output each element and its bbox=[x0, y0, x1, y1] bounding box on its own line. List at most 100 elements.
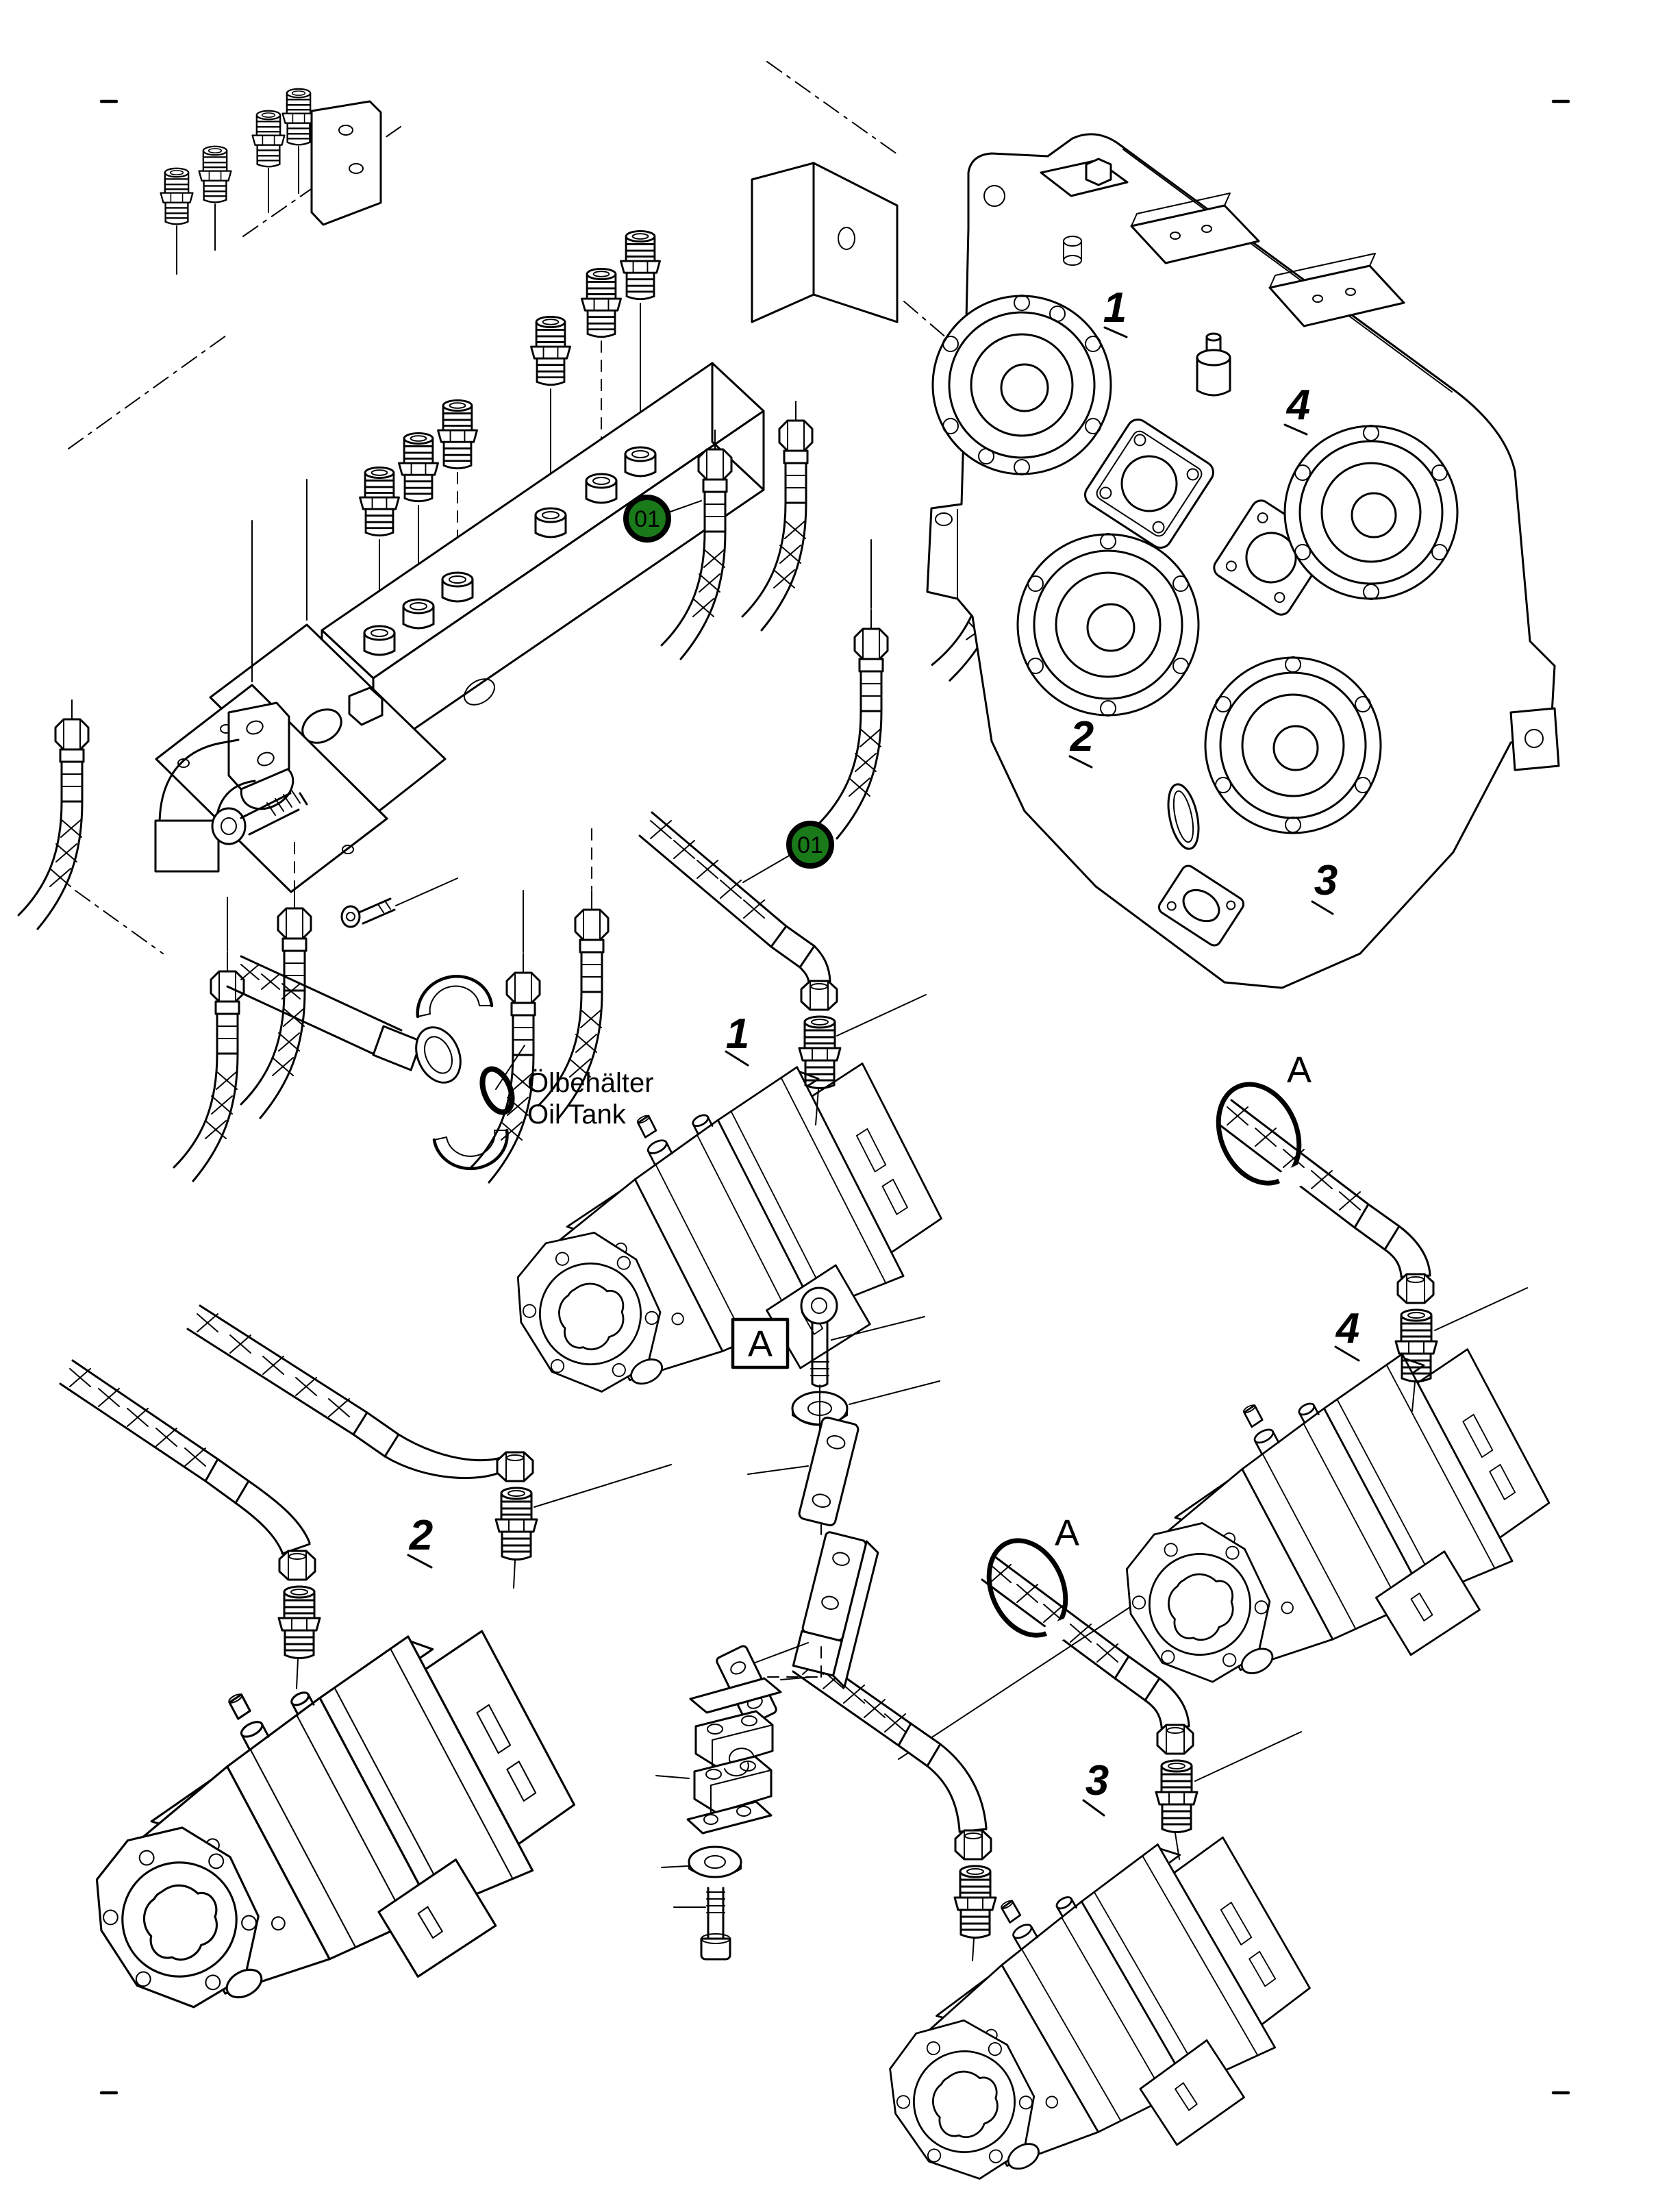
registration-marks bbox=[99, 99, 1570, 2095]
sleeve bbox=[1353, 1203, 1401, 1251]
washer bbox=[791, 1380, 940, 1426]
pump-label: 3 bbox=[1086, 1757, 1109, 1804]
mounting-bracket bbox=[310, 100, 382, 226]
label-underline bbox=[1103, 326, 1128, 338]
clamp-block bbox=[693, 1755, 773, 1814]
socket-bolt bbox=[211, 790, 308, 845]
oil-tank-label-en: Oil Tank bbox=[527, 1099, 627, 1130]
braid bbox=[1227, 1106, 1361, 1210]
flange-port-4 bbox=[1283, 425, 1459, 600]
detail-ref-label: A bbox=[1287, 1049, 1312, 1091]
clamp-base-plate bbox=[686, 1800, 773, 1835]
leader-line bbox=[831, 1316, 925, 1341]
sleeve bbox=[1114, 1655, 1161, 1702]
braid bbox=[990, 1564, 1118, 1663]
hose-pump-2 bbox=[186, 1304, 672, 1589]
coupling bbox=[415, 1026, 462, 1084]
angle-bracket bbox=[792, 1531, 879, 1688]
o-ring bbox=[479, 1045, 525, 1115]
label-underline bbox=[1283, 423, 1308, 436]
hose-pump-2b bbox=[59, 1359, 321, 1689]
gearbox-port-label: 1 bbox=[1103, 284, 1127, 332]
pump-assembly-2 bbox=[32, 1578, 612, 2099]
leader-line bbox=[668, 500, 702, 513]
clamp-plate bbox=[689, 1677, 782, 1714]
label-underline bbox=[1068, 755, 1093, 769]
callout-badge-01[interactable]: 01 bbox=[623, 495, 702, 543]
pump-label: 4 bbox=[1335, 1305, 1359, 1352]
manifold-block bbox=[321, 362, 765, 758]
detail-box bbox=[731, 1317, 790, 1369]
mount-pad bbox=[1130, 204, 1260, 264]
manifold-assembly: 01 bbox=[17, 61, 1025, 1184]
label-underline bbox=[725, 1050, 749, 1067]
detail-a-hardware: A bbox=[655, 1287, 940, 1961]
hose-pump-1 bbox=[638, 811, 927, 1126]
leader-line bbox=[849, 1380, 940, 1405]
elbow-pipe bbox=[154, 701, 290, 873]
foot bbox=[1509, 707, 1560, 771]
cap-screw bbox=[673, 1887, 731, 1961]
leader-line bbox=[1434, 1287, 1528, 1331]
leader-line bbox=[836, 994, 927, 1036]
leader-line bbox=[742, 854, 791, 883]
oil-tank-hose-detail: Ölbehälter Oil Tank bbox=[75, 701, 654, 1171]
clamp-block bbox=[694, 1710, 774, 1769]
fitting-adapter bbox=[160, 88, 316, 275]
pump-label: 2 bbox=[409, 1512, 433, 1559]
detail-box-label: A bbox=[748, 1324, 773, 1365]
sleeve bbox=[897, 1722, 942, 1767]
leader-line bbox=[495, 1045, 525, 1090]
leader-line bbox=[534, 1464, 672, 1508]
badge-label: 01 bbox=[634, 506, 660, 532]
badge-circle[interactable] bbox=[786, 821, 834, 869]
label-underline bbox=[1311, 900, 1334, 915]
hose-pump-3 bbox=[898, 1538, 1302, 1860]
flange-port-2 bbox=[1016, 533, 1200, 717]
small-flange bbox=[1157, 865, 1245, 947]
small-screw bbox=[340, 878, 458, 928]
leader-line bbox=[898, 1606, 1131, 1760]
sleeve bbox=[352, 1411, 400, 1458]
detail-ref-label: A bbox=[1055, 1513, 1079, 1554]
leader-line bbox=[655, 1775, 690, 1779]
cap-screw bbox=[800, 1287, 925, 1388]
braid bbox=[240, 964, 301, 999]
mounting-bracket bbox=[751, 162, 899, 323]
gearbox: 1 4 2 3 bbox=[926, 133, 1560, 989]
centerline bbox=[68, 335, 227, 449]
hose-pump-3b bbox=[792, 1648, 997, 1961]
hex-fitting bbox=[348, 686, 384, 726]
leader-line bbox=[747, 1465, 809, 1475]
leader-line bbox=[1194, 1731, 1302, 1782]
pump-assembly-3 bbox=[830, 1791, 1346, 2212]
callout-badge-01[interactable]: 01 bbox=[742, 821, 834, 883]
flange-port-3 bbox=[1204, 656, 1382, 834]
hex-bolt bbox=[1085, 158, 1112, 186]
plug bbox=[1196, 332, 1231, 397]
gasket-plate bbox=[1084, 419, 1214, 549]
clamp-half bbox=[432, 1128, 509, 1171]
braid bbox=[69, 1368, 206, 1467]
centerline bbox=[766, 61, 898, 155]
bracket-plate bbox=[155, 479, 447, 893]
hose-with-clamps bbox=[226, 955, 509, 1171]
braid bbox=[650, 820, 765, 919]
badge-label: 01 bbox=[797, 832, 823, 858]
hose-pump-4 bbox=[1216, 1082, 1528, 1412]
leader-line bbox=[753, 1642, 809, 1664]
label-underline bbox=[407, 1554, 433, 1569]
sleeve bbox=[204, 1458, 250, 1504]
badge-circle[interactable] bbox=[623, 495, 671, 543]
flange-port-1 bbox=[931, 295, 1112, 475]
braid bbox=[197, 1313, 350, 1417]
leader-line bbox=[661, 1865, 688, 1868]
washer bbox=[661, 1846, 742, 1878]
leader-line bbox=[780, 1676, 813, 1680]
sleeve bbox=[770, 925, 816, 969]
gearbox-port-label: 4 bbox=[1285, 382, 1310, 429]
oil-tank-label-de: Ölbehälter bbox=[527, 1068, 654, 1098]
label-underline bbox=[1334, 1345, 1360, 1362]
mount-pad bbox=[1268, 264, 1405, 327]
